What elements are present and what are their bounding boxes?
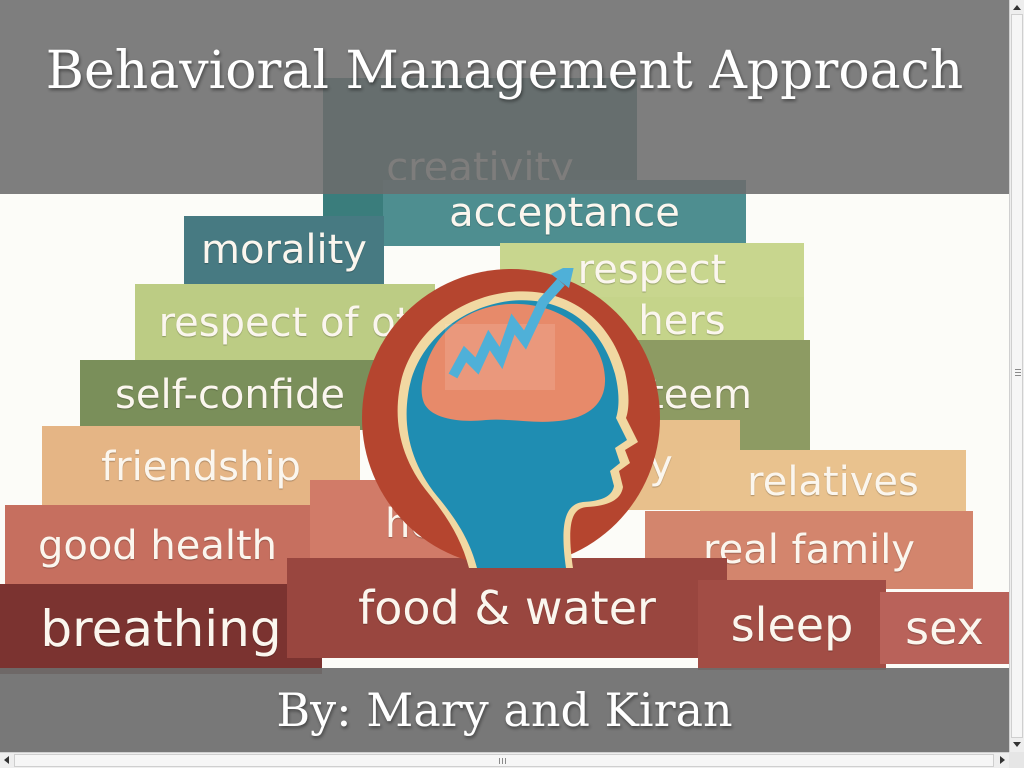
scroll-left-arrow-icon[interactable]	[0, 753, 14, 768]
scroll-down-arrow-icon[interactable]	[1010, 738, 1024, 752]
pyramid-block-food-water: food & water	[287, 558, 727, 658]
scrollbar-corner	[1009, 752, 1024, 768]
slide-subtitle: By: Mary and Kiran	[276, 683, 733, 737]
scroll-right-arrow-icon[interactable]	[995, 753, 1009, 768]
pyramid-block-sex: sex	[880, 592, 1009, 664]
pyramid-block-friendship: friendship	[42, 426, 360, 508]
subtitle-band	[0, 668, 1009, 752]
horizontal-scrollbar[interactable]	[0, 752, 1009, 768]
pyramid-block-relatives: relatives	[700, 450, 966, 514]
vertical-scroll-thumb[interactable]	[1011, 14, 1023, 738]
slide-title: Behavioral Management Approach	[45, 41, 964, 101]
pyramid-block-breathing: breathing	[0, 584, 322, 674]
head-illustration	[362, 262, 660, 568]
pyramid-block-self-confidence: self-confide	[80, 360, 380, 430]
pyramid-block-real-family: real family	[645, 511, 973, 589]
title-band	[0, 0, 1009, 194]
pyramid-block-morality: morality	[184, 216, 384, 284]
horizontal-scroll-thumb[interactable]	[14, 754, 994, 767]
slide-viewport: creativityacceptancemoralityrespectrespe…	[0, 0, 1009, 752]
scroll-up-arrow-icon[interactable]	[1010, 0, 1024, 14]
pyramid-block-good-health: good health	[5, 505, 310, 587]
pyramid-block-sleep: sleep	[698, 580, 886, 670]
brain-growth-icon	[361, 262, 661, 568]
vertical-scrollbar[interactable]	[1009, 0, 1024, 752]
